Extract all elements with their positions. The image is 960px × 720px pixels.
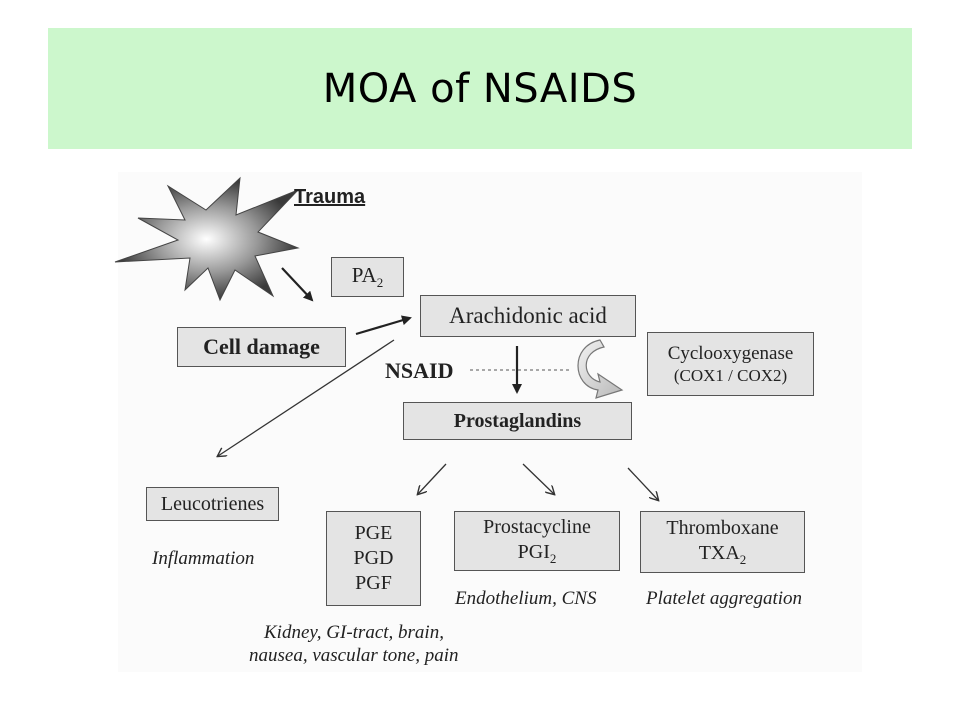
cyclooxygenase-box: Cyclooxygenase (COX1 / COX2) — [647, 332, 814, 396]
pge-label: PGE — [354, 522, 393, 544]
nsaid-label: NSAID — [385, 358, 454, 383]
prostaglandins-box: Prostaglandins — [403, 402, 632, 440]
pgi2-label: PGI2 — [517, 540, 557, 566]
thromboxane-box: Thromboxane TXA2 — [640, 511, 805, 573]
pg-box: PGE PGD PGF — [326, 511, 421, 606]
endothelium-label: Endothelium, CNS — [455, 588, 597, 609]
txa2-label: TXA2 — [698, 541, 747, 567]
leucotrienes-box: Leucotrienes — [146, 487, 279, 521]
title-band: MOA of NSAIDS — [48, 28, 912, 149]
inflammation-label: Inflammation — [152, 548, 255, 569]
trauma-label: Trauma — [294, 186, 366, 208]
prostacycline-box: Prostacycline PGI2 — [454, 511, 620, 571]
prostaglandin-effects-line2: nausea, vascular tone, pain — [249, 645, 459, 666]
pa2-box: PA2 — [331, 257, 404, 297]
cyclooxygenase-label: Cyclooxygenase — [667, 342, 794, 364]
pgf-label: PGF — [355, 572, 392, 594]
prostaglandin-effects-line1: Kidney, GI-tract, brain, — [264, 622, 444, 643]
cell-damage-label: Cell damage — [203, 334, 320, 360]
pgd-label: PGD — [353, 547, 394, 569]
platelet-aggregation-label: Platelet aggregation — [646, 588, 803, 609]
pa2-label: PA2 — [351, 263, 384, 291]
slide-title: MOA of NSAIDS — [322, 65, 638, 112]
prostaglandins-label: Prostaglandins — [453, 409, 582, 432]
thromboxane-label: Thromboxane — [666, 516, 779, 539]
leucotrienes-label: Leucotrienes — [160, 492, 265, 515]
cell-damage-box: Cell damage — [177, 327, 346, 367]
arachidonic-acid-box: Arachidonic acid — [420, 295, 636, 337]
arachidonic-acid-label: Arachidonic acid — [449, 302, 607, 328]
prostacycline-label: Prostacycline — [483, 515, 591, 538]
cox-isoforms-label: (COX1 / COX2) — [673, 366, 788, 386]
